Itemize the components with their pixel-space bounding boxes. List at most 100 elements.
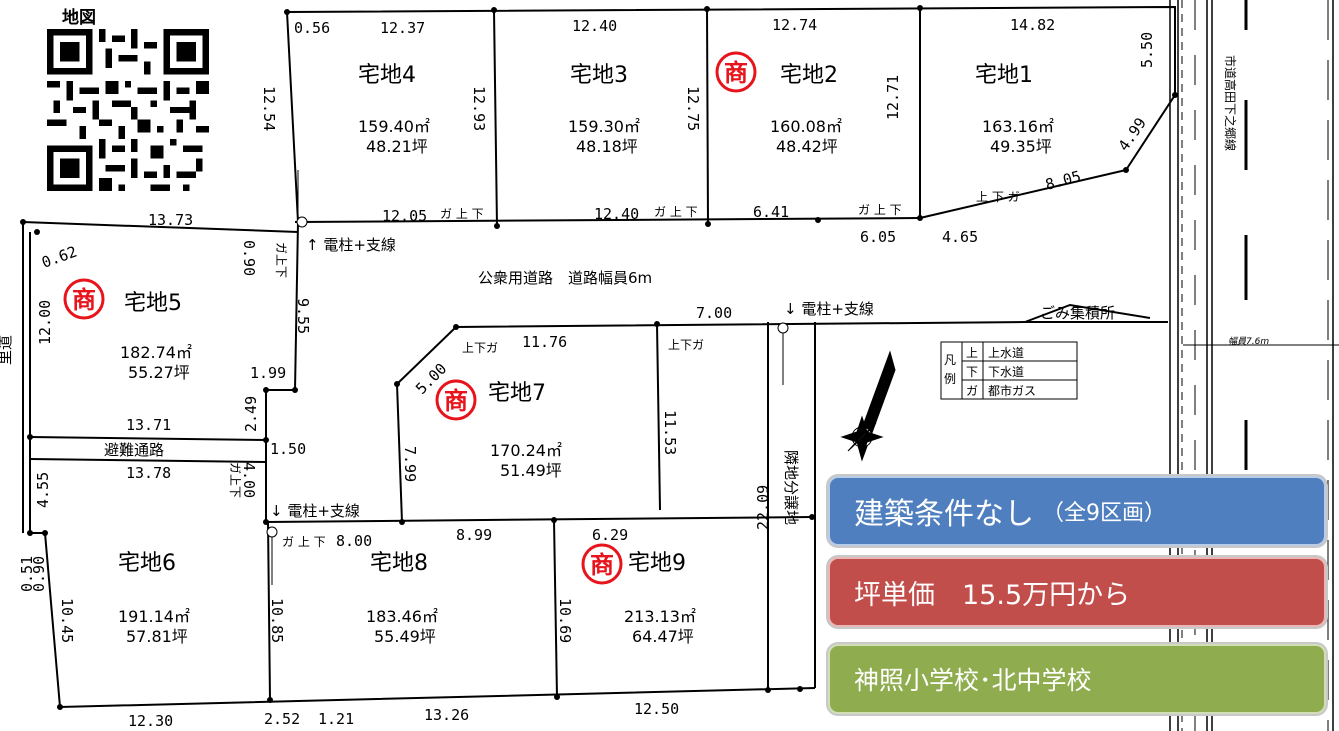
legend-label-1: 上水道 — [988, 346, 1024, 360]
condition-sub-text: （全9区画） — [1042, 501, 1166, 526]
dim-1254: 12.54 — [260, 86, 278, 131]
lot-8-sqm: 183.46㎡ — [366, 607, 438, 626]
dim-199: 1.99 — [250, 364, 286, 382]
commercial-mark-lot-7: 商 — [435, 379, 477, 421]
svg-text:商: 商 — [724, 59, 748, 87]
dim-121: 1.21 — [318, 710, 354, 728]
dim-641: 6.41 — [753, 203, 789, 221]
legend — [940, 341, 1078, 400]
public-road-label: 公衆用道路 道路幅員6m — [478, 269, 652, 287]
dim-400: 4.00 — [240, 462, 258, 498]
neighbor-label: 隣地分譲地 — [782, 450, 800, 525]
qr-title: 地図 — [62, 8, 96, 28]
dim-605: 6.05 — [860, 228, 896, 246]
lot-9-name: 宅地9 — [628, 551, 686, 576]
commercial-mark-lot-5: 商 — [63, 278, 105, 320]
svg-text:商: 商 — [590, 551, 614, 579]
pole-label-2: ↓ 電柱+支線 — [784, 300, 874, 318]
lot-8-tsubo: 55.49坪 — [374, 627, 436, 646]
dim-700: 7.00 — [696, 304, 732, 322]
legend-key-3: ガ — [966, 384, 978, 398]
price-badge: 坪単価 15.5万円から — [828, 557, 1326, 627]
dim-955: 9.55 — [294, 298, 312, 334]
dim-805: 8.05 — [1043, 167, 1083, 194]
dim-499: 4.99 — [1115, 114, 1150, 154]
dim-1482: 14.82 — [1010, 16, 1055, 34]
dim-1373: 13.73 — [148, 211, 193, 229]
lot-1-tsubo: 49.35坪 — [990, 137, 1052, 156]
lot-6-sqm: 191.14㎡ — [118, 607, 190, 626]
dim-051: 0.51 — [18, 556, 36, 592]
dim-799: 7.99 — [401, 446, 419, 482]
lot-4-name: 宅地4 — [358, 63, 416, 88]
dim-550: 5.50 — [1138, 32, 1156, 68]
lot-7-sqm: 170.24㎡ — [490, 441, 562, 460]
lot-8-name: 宅地8 — [370, 551, 428, 576]
pole-label-3: ↓ 電柱+支線 — [270, 502, 360, 520]
lot-3-tsubo: 48.18坪 — [576, 137, 638, 156]
garbage-label: ごみ集積所 — [1040, 304, 1115, 322]
dim-800: 8.00 — [336, 532, 372, 550]
dim-1069: 10.69 — [556, 598, 574, 643]
svg-text:商: 商 — [72, 286, 96, 314]
lot-4-sqm: 159.40㎡ — [358, 117, 430, 136]
legend-title-bottom: 例 — [944, 372, 956, 386]
utility-mark-4: 上 下 ガ — [976, 190, 1020, 204]
site-labels: 公衆用道路 道路幅員6m ↑ 電柱+支線 ↓ 電柱+支線 ↓ 電柱+支線 避難通… — [0, 55, 1269, 525]
satomichi-label: 里道 — [0, 335, 14, 365]
utility-mark-5: ガ上下 — [274, 242, 288, 278]
lot-2-sqm: 160.08㎡ — [770, 117, 842, 136]
commercial-marks: 商 商 商 商 — [63, 51, 757, 585]
lot-boundaries — [22, 5, 1176, 709]
commercial-mark-lot-9: 商 — [581, 543, 623, 585]
dim-2209: 22.09 — [754, 485, 772, 530]
lot-7-tsubo: 51.49坪 — [500, 461, 562, 480]
dim-090: 0.90 — [240, 240, 258, 276]
lot-2-name: 宅地2 — [780, 63, 838, 88]
condition-badge: 建築条件なし （全9区画） — [828, 476, 1326, 546]
utility-poles — [266, 170, 789, 585]
lot-9-tsubo: 64.47坪 — [632, 627, 694, 646]
legend-key-2: 下 — [966, 365, 978, 379]
dim-1085: 10.85 — [268, 598, 286, 643]
dim-1378: 13.78 — [126, 464, 171, 482]
utility-mark-8: ガ上下 — [228, 462, 242, 498]
legend-key-1: 上 — [966, 346, 978, 360]
lot-1-sqm: 163.16㎡ — [982, 117, 1054, 136]
dim-062: 0.62 — [39, 242, 79, 271]
dim-1045: 10.45 — [58, 598, 76, 643]
qr-code-icon[interactable] — [47, 29, 209, 191]
utility-marks: ガ 上 下 ガ 上 下 ガ 上 下 上 下 ガ ガ上下 上下ガ 上下ガ ガ上下 … — [228, 190, 1020, 549]
dim-455: 4.55 — [34, 472, 52, 508]
pole-label-1: ↑ 電柱+支線 — [306, 236, 396, 254]
commercial-mark-lot-2: 商 — [715, 51, 757, 93]
price-text: 坪単価 15.5万円から — [854, 579, 1131, 611]
school-badge: 神照小学校･北中学校 — [828, 644, 1326, 714]
lot-6-tsubo: 57.81坪 — [126, 627, 188, 646]
dim-090b: 0.90 — [30, 556, 48, 592]
lot-9-sqm: 213.13㎡ — [624, 607, 696, 626]
lot-5-sqm: 182.74㎡ — [120, 343, 192, 362]
dim-1205: 12.05 — [382, 207, 427, 225]
dim-1371: 13.71 — [126, 416, 171, 434]
lot-3-name: 宅地3 — [570, 63, 628, 88]
lot-7-name: 宅地7 — [488, 381, 546, 406]
dim-1274: 12.74 — [772, 16, 817, 34]
city-road-label: 市道高田下之郷線 — [1223, 55, 1238, 151]
dim-1240b: 12.40 — [594, 205, 639, 223]
evac-path-label: 避難通路 — [104, 441, 164, 459]
lot-4-tsubo: 48.21坪 — [366, 137, 428, 156]
utility-mark-9: ガ 上 下 — [282, 535, 326, 549]
dim-1200: 12.00 — [36, 300, 54, 345]
dim-1293: 12.93 — [470, 86, 488, 131]
school-text: 神照小学校･北中学校 — [854, 666, 1092, 695]
dim-1240: 12.40 — [572, 17, 617, 35]
dim-150: 1.50 — [270, 440, 306, 458]
dim-1237: 12.37 — [380, 19, 425, 37]
dim-1153: 11.53 — [661, 410, 679, 455]
dim-249: 2.49 — [242, 396, 260, 432]
legend-label-2: 下水道 — [988, 365, 1024, 379]
lot-2-tsubo: 48.42坪 — [776, 137, 838, 156]
utility-mark-6: 上下ガ — [462, 341, 498, 355]
lot-5-name: 宅地5 — [124, 291, 182, 316]
